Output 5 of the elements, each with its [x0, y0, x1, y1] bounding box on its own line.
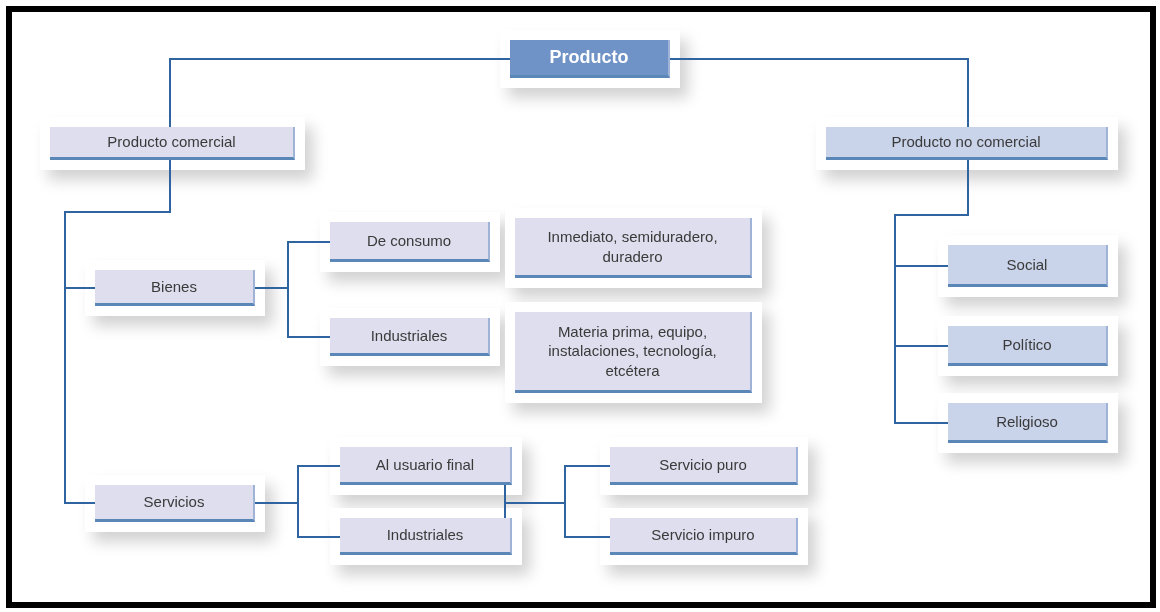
connector-line	[254, 502, 341, 538]
connector-line	[669, 58, 969, 128]
connector-line	[254, 287, 331, 338]
connector-line	[169, 58, 511, 128]
connector-line	[504, 502, 611, 538]
